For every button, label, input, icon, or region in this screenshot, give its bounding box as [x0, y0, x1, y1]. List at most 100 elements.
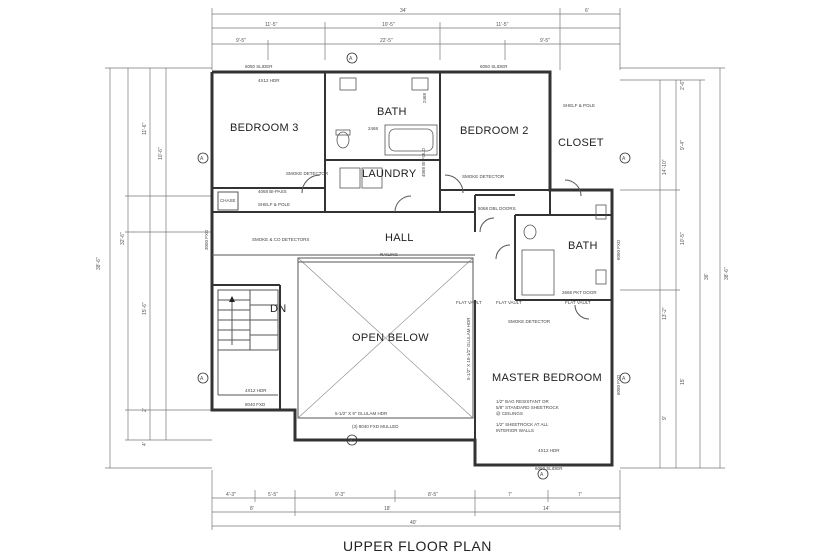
dim-bottom-row1-f: 7' [578, 492, 582, 498]
note-shelf-pole-bed3: SHELF & POLE [258, 202, 290, 207]
room-labels: BEDROOM 3 BATH BEDROOM 2 CLOSET LAUNDRY … [220, 106, 604, 384]
svg-text:A: A [349, 56, 353, 62]
svg-text:A: A [540, 472, 544, 478]
note-hdr-vert: 5-1/2" X 10-1/2" GLULAM HDR [466, 317, 471, 380]
section-marker: A [197, 152, 209, 164]
dim-bottom-row2-c: 14' [543, 506, 550, 512]
note-slider-top-left: 6050 SLIDER [245, 64, 273, 69]
top-dimensions: 34' 6' 11'-5" 10'-5" 11'-5" 9'-5" 22'-5"… [211, 8, 621, 70]
room-label-bath-master: BATH [568, 240, 598, 252]
dim-bottom-overall: 40' [410, 520, 417, 526]
dim-bottom-row2-b: 18' [384, 506, 391, 512]
dim-right-overall: 38'-6" [724, 267, 730, 280]
bottom-dimensions: 4'-3" 5'-5" 9'-3" 8'-5" 7' 7' 8' 18' 14'… [211, 470, 621, 530]
note-fxd-master-right: 6050 FXD [616, 374, 621, 395]
dim-left-d: 2' [142, 408, 148, 412]
note-pocket-door-2: 2468 [422, 92, 427, 103]
annotations: 6050 SLIDER 6050 SLIDER 6050 SLIDER 4X12… [204, 64, 621, 471]
dim-top-row3-mid: 22'-5" [380, 38, 393, 44]
dim-top-row2-right: 11'-5" [496, 22, 509, 28]
svg-text:A: A [622, 376, 626, 382]
dim-bottom-row1-e: 7' [508, 492, 512, 498]
dim-right-a: 9'-4" [680, 140, 686, 150]
dim-right-g: 2'-6" [680, 80, 686, 90]
interior-walls [212, 72, 612, 465]
note-bifold-laundry: 4068 BI-FOLD [421, 147, 426, 177]
note-slider-top-right: 6050 SLIDER [480, 64, 508, 69]
note-shelf-pole-closet: SHELF & POLE [563, 103, 595, 108]
dim-right-d: 13'-2" [662, 307, 668, 320]
dim-bottom-row1-a: 4'-3" [226, 492, 236, 498]
note-header-master: 4X12 HDR [538, 448, 560, 453]
dim-top-row3-left: 9'-5" [236, 38, 246, 44]
note-header-stair: 4X12 HDR [245, 388, 267, 393]
note-smoke-master: SMOKE DETECTOR [508, 319, 551, 324]
dim-bottom-row1-d: 8'-5" [428, 492, 438, 498]
dim-right-c: 10'-5" [680, 232, 686, 245]
room-label-open-below: OPEN BELOW [352, 332, 429, 344]
note-mulled: (3) 8040 FXD MULLED [352, 424, 399, 429]
dim-left-b: 10'-6" [158, 147, 164, 160]
dim-left-c: 15'-6" [142, 302, 148, 315]
room-label-chase: CHASE [220, 198, 236, 203]
section-marker: A [346, 52, 358, 64]
dim-bottom-row1-c: 9'-3" [335, 492, 345, 498]
open-below-area [297, 257, 474, 419]
doors [301, 174, 590, 320]
note-smoke-bed2: SMOKE DETECTOR [462, 174, 505, 179]
svg-text:A: A [200, 376, 204, 382]
note-master-5: INTERIOR WALLS [496, 428, 534, 433]
section-marker: A [619, 152, 631, 164]
dim-right-f: 9' [662, 416, 668, 420]
page-title: UPPER FLOOR PLAN [343, 538, 492, 554]
note-glulam: 5-1/2" X 9" GLULAM HDR [335, 411, 388, 416]
dim-top-row2-left: 11'-5" [265, 22, 278, 28]
note-fixed-stair: 8040 FXD [245, 402, 266, 407]
note-master-3: @ CEILINGS [496, 411, 523, 416]
room-label-laundry: LAUNDRY [362, 168, 417, 180]
dim-top-row2-mid: 10'-5" [382, 22, 395, 28]
right-dimensions: 38'-6" 36' 9'-4" 14'-10" 10'-5" 13'-2" 1… [620, 67, 730, 469]
note-bifold-bed3: 4068 BI-PASS [258, 189, 287, 194]
left-dimensions: 38'-6" 32'-6" 11'-6" 10'-6" 15'-6" 2' 4' [96, 67, 212, 469]
dim-right-b: 14'-10" [662, 159, 668, 175]
note-fxd-left: 3050 FXD [204, 229, 209, 250]
note-flat-vault-2: FLAT VAULT [496, 300, 522, 305]
dim-right-row2: 36' [704, 273, 710, 280]
stairs [217, 289, 279, 396]
dim-top-right-overall: 6' [585, 8, 589, 14]
note-pkt-door: 2668 PKT DOOR [562, 290, 597, 295]
room-label-closet: CLOSET [558, 137, 604, 149]
note-master-1: 1/2" BAG RESISTANT OR [496, 399, 549, 404]
section-markers: A A A A A A A [197, 52, 631, 480]
section-marker: A [346, 434, 358, 446]
room-label-hall: HALL [385, 232, 414, 244]
note-dbl-doors: 5068 DBL DOORS [478, 206, 516, 211]
dim-top-overall: 34' [400, 8, 407, 14]
dim-left-a: 11'-6" [142, 122, 148, 135]
svg-text:A: A [349, 438, 353, 444]
room-label-bedroom2: BEDROOM 2 [460, 125, 529, 137]
note-flat-vault-3: FLAT VAULT [565, 300, 591, 305]
section-marker: A [537, 468, 549, 480]
note-fxd-right: 6050 FXD [616, 239, 621, 260]
dim-left-row2: 32'-6" [120, 232, 126, 245]
note-slider-bottom: 6050 SLIDER [535, 466, 563, 471]
note-railing: RAILING [380, 252, 399, 257]
room-label-stair: DN [270, 303, 287, 315]
note-master-4: 1/2" SHEETROCK AT ALL [496, 422, 549, 427]
section-marker: A [197, 372, 209, 384]
section-marker: A [619, 372, 631, 384]
svg-text:A: A [622, 156, 626, 162]
dim-top-row3-right: 9'-5" [540, 38, 550, 44]
dim-left-overall: 38'-6" [96, 257, 102, 270]
dim-bottom-row2-a: 8' [250, 506, 254, 512]
room-label-bedroom3: BEDROOM 3 [230, 122, 299, 134]
room-label-bath-upper: BATH [377, 106, 407, 118]
svg-text:A: A [200, 156, 204, 162]
fixtures [335, 77, 607, 296]
room-label-master-bedroom: MASTER BEDROOM [492, 372, 602, 384]
note-smoke-bed3: SMOKE DETECTOR [286, 171, 329, 176]
dim-right-e: 15' [680, 378, 686, 385]
